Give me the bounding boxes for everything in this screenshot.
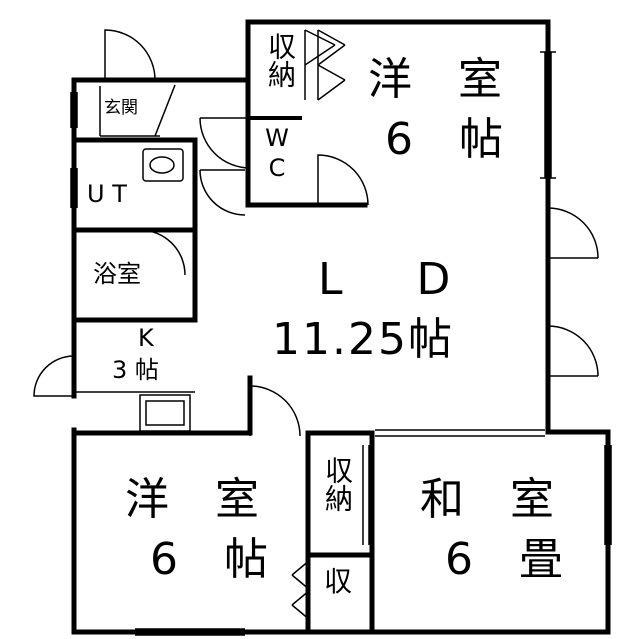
western-room-top-name: 洋 室 [368, 54, 518, 105]
kitchen-name: K [138, 324, 154, 352]
ld-size: 11.25帖 [272, 314, 454, 365]
western-room-bottom-size: 6 帖 [150, 534, 284, 585]
ld-name: L D [318, 254, 481, 305]
kitchen-size: 3 帖 [112, 356, 159, 384]
japanese-room-name: 和 室 [420, 474, 570, 525]
thin-lines [33, 29, 612, 636]
western-room-top-size: 6 帖 [385, 114, 519, 165]
storage-top-label: 収納 [264, 32, 297, 88]
ut-label: U T [87, 180, 127, 208]
storage-small-label: 収 [324, 565, 353, 598]
bathroom-label: 浴室 [93, 260, 141, 288]
entrance-label: 玄関 [104, 98, 138, 118]
walls [71, 19, 611, 635]
storage-mid-label: 収納 [321, 456, 354, 512]
japanese-room-size: 6 畳 [445, 534, 579, 585]
wc-label: WC [263, 124, 291, 184]
western-room-bottom-name: 洋 室 [125, 474, 275, 525]
